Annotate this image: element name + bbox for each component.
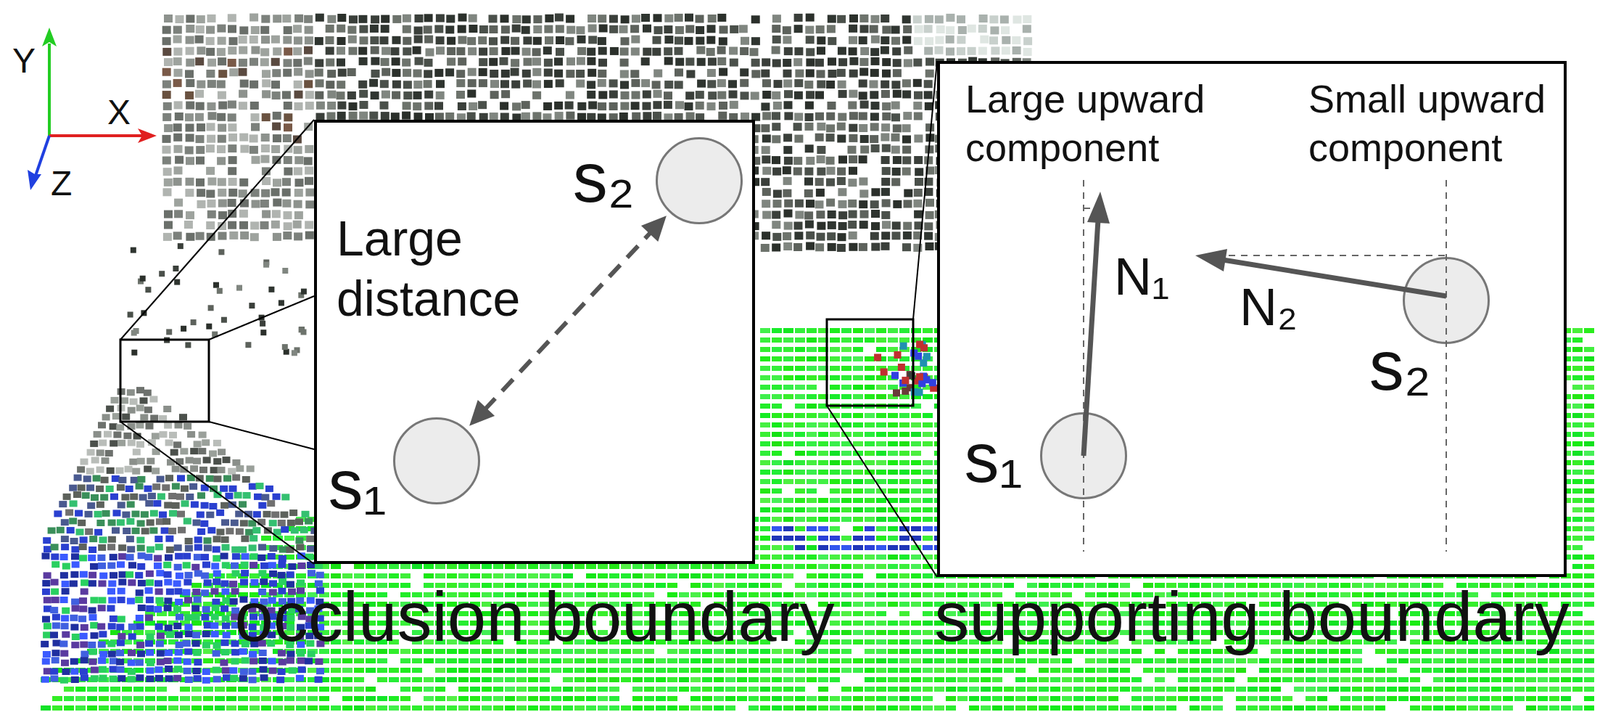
y-axis <box>47 43 51 136</box>
inset-note: Small upward component <box>1308 74 1563 172</box>
inset-panel: Large distanceocclusion boundarys₂s₁ <box>314 119 756 564</box>
normal-label: N₁ <box>1114 250 1170 303</box>
zoom-rect <box>826 319 914 406</box>
zoom-line <box>120 421 315 564</box>
point-cloud <box>40 13 1595 711</box>
x-axis <box>49 134 143 138</box>
arrow-head <box>469 399 495 426</box>
panel-title: supporting boundary <box>934 581 1569 652</box>
zoom-line <box>208 295 315 340</box>
x-axis-head <box>137 128 157 143</box>
surfel-circle: s₂ <box>1402 256 1490 344</box>
surfel-circle: s₂ <box>655 137 743 225</box>
zoom-line <box>208 421 315 449</box>
horizontal-guide <box>1083 207 1099 209</box>
guide-lines <box>1083 179 1447 552</box>
normal-arrow-head <box>1195 248 1228 272</box>
vertical-guide <box>1445 179 1447 552</box>
axis-label: X <box>107 95 131 130</box>
zoom-line <box>120 119 315 340</box>
inset-note: Large upward component <box>965 74 1220 172</box>
inset-ground <box>937 60 1567 577</box>
surfel-circle: s₁ <box>393 417 481 505</box>
zoom-line <box>913 60 938 320</box>
normal-arrows <box>1083 191 1447 456</box>
inset-ground <box>314 119 756 564</box>
horizontal-guide <box>1203 254 1447 257</box>
axis-label: Z <box>50 166 72 201</box>
zoom-marks <box>120 60 938 577</box>
surfel-label: s₂ <box>1369 330 1432 401</box>
inset-note: Large distance <box>336 208 555 329</box>
zoom-line <box>826 405 938 577</box>
y-axis-head <box>42 27 57 47</box>
panel-title: occlusion boundary <box>234 581 835 652</box>
zoom-rect <box>120 339 209 422</box>
arrow-head <box>641 215 667 242</box>
surfel-circle: s₁ <box>1040 411 1128 500</box>
surfel-label: s₂ <box>572 142 635 213</box>
surfel-label: s₁ <box>964 422 1023 493</box>
surfel-label: s₁ <box>328 449 387 520</box>
axes <box>27 27 157 191</box>
normal-arrow-head <box>1087 191 1110 224</box>
z-axis-head <box>27 169 42 191</box>
normal-label: N₂ <box>1239 280 1298 333</box>
z-axis <box>35 135 50 176</box>
axis-label: Y <box>12 43 36 79</box>
